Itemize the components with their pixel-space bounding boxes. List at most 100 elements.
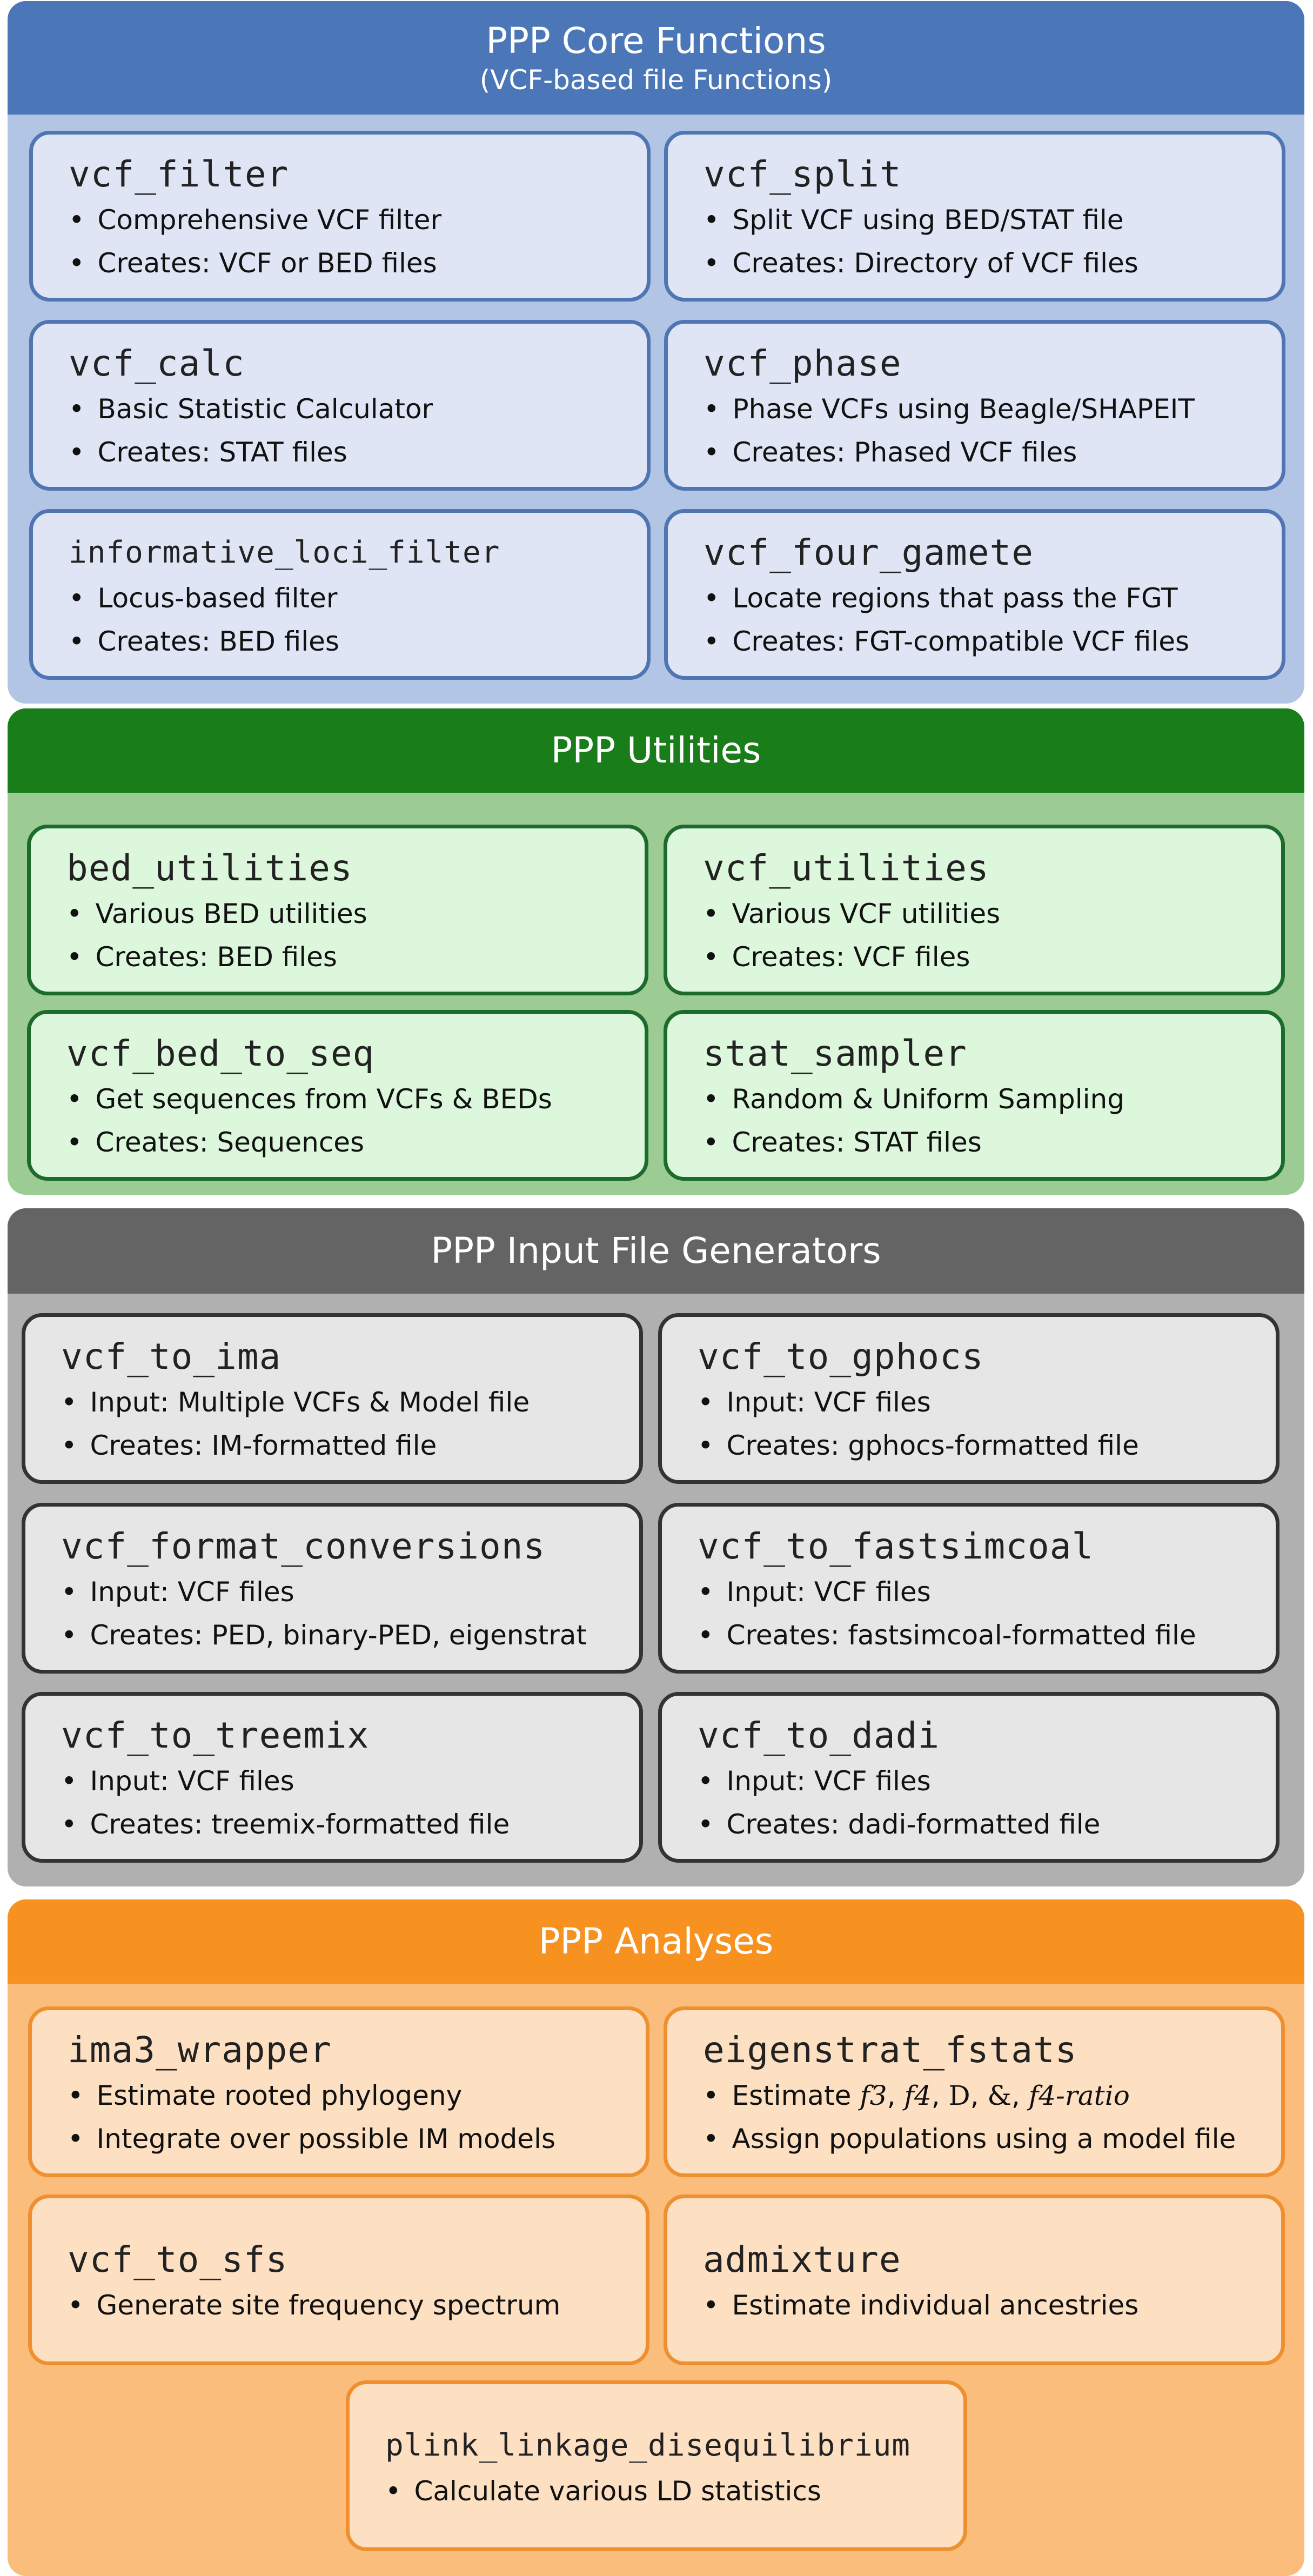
input-generators-header: PPP Input File Generators — [8, 1208, 1304, 1294]
card-title: vcf_to_sfs — [68, 2239, 288, 2280]
card-bullet: Creates: STAT files — [69, 431, 647, 474]
card-title: vcf_to_ima — [61, 1336, 282, 1377]
section-title: PPP Utilities — [551, 730, 761, 771]
card-title: plink_linkage_disequilibrium — [385, 2428, 911, 2463]
card-bullet: Input: VCF files — [698, 1381, 1276, 1424]
card-bullet: Comprehensive VCF filter — [69, 198, 647, 242]
card-admixture: admixture Estimate individual ancestries — [664, 2194, 1285, 2365]
card-vcf-utilities: vcf_utilities Various VCF utilities Crea… — [664, 825, 1285, 995]
card-bullet: Integrate over possible IM models — [68, 2117, 646, 2160]
utilities-header: PPP Utilities — [8, 708, 1304, 793]
card-bullet: Locus-based filter — [69, 577, 647, 620]
bullet-text: Estimate — [732, 2080, 852, 2111]
card-title: admixture — [703, 2239, 901, 2280]
card-bullet: Creates: Phased VCF files — [704, 431, 1282, 474]
card-title: bed_utilities — [66, 847, 353, 889]
card-vcf-split: vcf_split Split VCF using BED/STAT file … — [664, 131, 1285, 302]
card-bullet: Creates: FGT-compatible VCF files — [704, 620, 1282, 663]
card-vcf-format-conversions: vcf_format_conversions Input: VCF files … — [22, 1503, 643, 1674]
card-ima3-wrapper: ima3_wrapper Estimate rooted phylogeny I… — [28, 2006, 649, 2177]
card-plink-linkage-disequilibrium: plink_linkage_disequilibrium Calculate v… — [346, 2380, 967, 2551]
card-bullet: Creates: Directory of VCF files — [704, 242, 1282, 285]
card-bullet: Various VCF utilities — [703, 892, 1281, 935]
card-title: stat_sampler — [703, 1033, 967, 1074]
card-vcf-to-gphocs: vcf_to_gphocs Input: VCF files Creates: … — [658, 1313, 1279, 1484]
stat-f4: f4 — [904, 2080, 932, 2111]
card-bullet: Creates: gphocs-formatted file — [698, 1424, 1276, 1467]
card-bullet: Creates: PED, binary-PED, eigenstrat — [61, 1614, 639, 1657]
card-bullet: Input: VCF files — [61, 1570, 639, 1614]
card-title: ima3_wrapper — [68, 2029, 332, 2071]
section-title: PPP Core Functions — [486, 20, 826, 62]
card-bullet: Creates: fastsimcoal-formatted file — [698, 1614, 1276, 1657]
card-bullet: Random & Uniform Sampling — [703, 1078, 1281, 1121]
card-title: vcf_to_gphocs — [698, 1336, 984, 1377]
card-title: vcf_to_treemix — [61, 1715, 370, 1756]
card-bullet: Input: VCF files — [698, 1759, 1276, 1803]
card-title: vcf_to_dadi — [698, 1715, 940, 1756]
card-vcf-to-ima: vcf_to_ima Input: Multiple VCFs & Model … — [22, 1313, 643, 1484]
card-bullet: Input: VCF files — [61, 1759, 639, 1803]
card-vcf-bed-to-seq: vcf_bed_to_seq Get sequences from VCFs &… — [27, 1010, 648, 1181]
card-title: vcf_split — [704, 153, 902, 195]
card-stat-sampler: stat_sampler Random & Uniform Sampling C… — [664, 1010, 1285, 1181]
card-bullet: Estimate rooted phylogeny — [68, 2074, 646, 2117]
card-bullet: Locate regions that pass the FGT — [704, 577, 1282, 620]
card-title: vcf_calc — [69, 343, 245, 384]
card-title: vcf_utilities — [703, 847, 989, 889]
card-bullet: Creates: dadi-formatted file — [698, 1803, 1276, 1846]
card-bullet: Creates: Sequences — [66, 1121, 645, 1164]
card-bullet: Various BED utilities — [66, 892, 645, 935]
card-bullet: Get sequences from VCFs & BEDs — [66, 1078, 645, 1121]
card-bullet: Creates: STAT files — [703, 1121, 1281, 1164]
stat-f4-ratio: f4-ratio — [1028, 2080, 1130, 2111]
card-bullet: Creates: BED files — [69, 620, 647, 663]
section-title: PPP Analyses — [538, 1921, 774, 1962]
analyses-section: PPP Analyses ima3_wrapper Estimate roote… — [8, 1899, 1304, 2576]
card-bullet: Split VCF using BED/STAT file — [704, 198, 1282, 242]
card-bullet: Phase VCFs using Beagle/SHAPEIT — [704, 387, 1282, 431]
card-vcf-filter: vcf_filter Comprehensive VCF filter Crea… — [29, 131, 651, 302]
card-bullet: Calculate various LD statistics — [385, 2470, 963, 2513]
card-title: vcf_bed_to_seq — [66, 1033, 375, 1074]
stat-f3: f3 — [860, 2080, 887, 2111]
card-vcf-to-fastsimcoal: vcf_to_fastsimcoal Input: VCF files Crea… — [658, 1503, 1279, 1674]
card-bullet: Input: VCF files — [698, 1570, 1276, 1614]
card-title: vcf_filter — [69, 153, 289, 195]
card-bullet: Creates: treemix-formatted file — [61, 1803, 639, 1846]
card-bed-utilities: bed_utilities Various BED utilities Crea… — [27, 825, 648, 995]
utilities-section: PPP Utilities bed_utilities Various BED … — [8, 708, 1304, 1195]
card-bullet: Input: Multiple VCFs & Model file — [61, 1381, 639, 1424]
card-bullet: Creates: IM-formatted file — [61, 1424, 639, 1467]
card-vcf-calc: vcf_calc Basic Statistic Calculator Crea… — [29, 320, 651, 491]
card-vcf-four-gamete: vcf_four_gamete Locate regions that pass… — [664, 509, 1285, 680]
card-bullet: Estimate f3, f4, D, &, f4-ratio — [703, 2074, 1281, 2117]
card-informative-loci-filter: informative_loci_filter Locus-based filt… — [29, 509, 651, 680]
input-generators-section: PPP Input File Generators vcf_to_ima Inp… — [8, 1208, 1304, 1886]
card-bullet: Creates: VCF or BED files — [69, 242, 647, 285]
stat-d: D — [948, 2080, 970, 2111]
card-title: vcf_four_gamete — [704, 532, 1034, 573]
card-vcf-to-treemix: vcf_to_treemix Input: VCF files Creates:… — [22, 1692, 643, 1863]
card-bullet: Assign populations using a model file — [703, 2117, 1281, 2160]
core-functions-header: PPP Core Functions (VCF-based file Funct… — [8, 1, 1304, 115]
card-title: eigenstrat_fstats — [703, 2029, 1077, 2071]
card-title: vcf_format_conversions — [61, 1525, 546, 1567]
core-functions-section: PPP Core Functions (VCF-based file Funct… — [8, 1, 1304, 704]
card-title: vcf_to_fastsimcoal — [698, 1525, 1094, 1567]
card-vcf-phase: vcf_phase Phase VCFs using Beagle/SHAPEI… — [664, 320, 1285, 491]
card-eigenstrat-fstats: eigenstrat_fstats Estimate f3, f4, D, &,… — [664, 2006, 1285, 2177]
stat-and: & — [987, 2080, 1011, 2111]
card-bullet: Generate site frequency spectrum — [68, 2284, 646, 2327]
card-title: vcf_phase — [704, 343, 902, 384]
section-title: PPP Input File Generators — [431, 1230, 881, 1272]
card-bullet: Creates: VCF files — [703, 935, 1281, 979]
card-bullet: Estimate individual ancestries — [703, 2284, 1281, 2327]
card-title: informative_loci_filter — [69, 535, 500, 570]
card-vcf-to-sfs: vcf_to_sfs Generate site frequency spect… — [28, 2194, 649, 2365]
card-bullet: Basic Statistic Calculator — [69, 387, 647, 431]
card-vcf-to-dadi: vcf_to_dadi Input: VCF files Creates: da… — [658, 1692, 1279, 1863]
card-bullet: Creates: BED files — [66, 935, 645, 979]
section-subtitle: (VCF-based file Functions) — [479, 64, 833, 96]
analyses-header: PPP Analyses — [8, 1899, 1304, 1984]
